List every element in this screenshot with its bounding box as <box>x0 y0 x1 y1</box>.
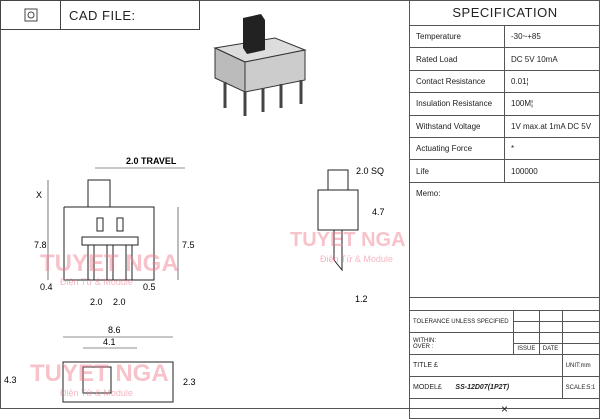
watermark-subtitle-2: Điện Tử & Module <box>320 254 393 264</box>
spec-label: Contact Resistance <box>410 70 505 93</box>
watermark-logo-2: TUYET NGA <box>290 229 406 251</box>
height-4-3-dim: 4.3 <box>4 375 17 385</box>
watermark-logo: TUYET NGA <box>40 250 179 277</box>
spec-label: Insulation Resistance <box>410 93 505 115</box>
scale-label: SCALE:5:1 <box>561 376 600 399</box>
spec-value: 0.01¦ <box>511 76 529 86</box>
date-label: DATE <box>538 343 563 355</box>
watermark-subtitle-3: Điện Tử & Module <box>60 388 133 398</box>
switch-3d-view <box>213 14 307 116</box>
height-7-8-dim: 7.8 <box>34 240 47 250</box>
top-view-drawing: 8.6 4.1 4.3 2.3 <box>4 325 196 403</box>
spec-row: Withstand Voltage 1V max.at 1mA DC 5V <box>410 115 600 138</box>
spec-label: Temperature <box>410 26 505 48</box>
cad-file-label: CAD FILE: <box>69 7 136 23</box>
spec-value: 100000 <box>511 166 538 176</box>
spec-title: SPECIFICATION <box>410 0 600 26</box>
spec-row: Contact Resistance 0.01¦ <box>410 70 600 94</box>
specification-panel: SPECIFICATION Temperature -30~+85 Rated L… <box>409 0 600 409</box>
issue-label: ISSUE <box>513 343 540 355</box>
model-label: MODEL£ <box>413 384 442 391</box>
width-4-1-dim: 4.1 <box>103 337 116 347</box>
height-4-7-dim: 4.7 <box>372 207 385 217</box>
cad-file-header: CAD FILE: <box>0 0 200 30</box>
spec-row: Rated Load DC 5V 10mA <box>410 48 600 71</box>
cad-icon <box>1 1 61 29</box>
pitch-dim-2: 2.0 <box>113 297 126 307</box>
spec-label: Actuating Force <box>410 137 505 160</box>
dim-0-5: 0.5 <box>143 282 156 292</box>
spec-row: Life 100000 <box>410 160 600 183</box>
within-over: WITHIN:OVER : <box>408 332 515 355</box>
side-view-drawing: 2.0 SQ 4.7 1.2 <box>317 166 385 304</box>
pitch-dim-1: 2.0 <box>90 297 103 307</box>
spec-value: DC 5V 10mA <box>511 54 558 64</box>
width-8-6-dim: 8.6 <box>108 325 121 335</box>
height-7-5-dim: 7.5 <box>182 240 195 250</box>
spec-label: Life <box>410 160 505 182</box>
spec-label: Withstand Voltage <box>410 115 505 137</box>
spec-value: * <box>511 144 515 154</box>
spec-label: Rated Load <box>410 48 505 70</box>
spec-value: 1V max.at 1mA DC 5V <box>511 121 592 131</box>
memo-label: Memo: <box>410 183 600 298</box>
title-label: TITLE £ <box>409 354 563 377</box>
spec-value: 100M¦ <box>511 99 534 109</box>
x-dim: X <box>36 190 42 200</box>
height-2-3-dim: 2.3 <box>183 377 196 387</box>
model-value: SS-12D07(1P2T) <box>455 384 510 391</box>
watermark-logo-3: TUYET NGA <box>30 360 169 387</box>
sq-dim: 2.0 SQ <box>356 166 384 176</box>
watermark-subtitle: Điện Tử & Module <box>60 277 133 287</box>
spec-row: Temperature -30~+85 <box>410 26 600 49</box>
dim-0-4: 0.4 <box>40 282 53 292</box>
travel-dim: 2.0 TRAVEL <box>126 156 177 166</box>
unit-label: UNIT:mm <box>561 354 600 377</box>
front-view-drawing: 2.0 TRAVEL X 7.8 7.5 0.4 0.5 2.0 2.0 <box>34 156 195 307</box>
spec-row: Insulation Resistance 100M¦ <box>410 93 600 116</box>
spec-value: -30~+85 <box>511 32 541 42</box>
spec-row: Actuating Force * <box>410 137 600 161</box>
tolerance-label: TOLERANCE UNLESS SPECIFIED <box>408 310 515 333</box>
title-block: TOLERANCE UNLESS SPECIFIED WITHIN:OVER :… <box>408 310 600 419</box>
dim-1-2: 1.2 <box>355 294 368 304</box>
